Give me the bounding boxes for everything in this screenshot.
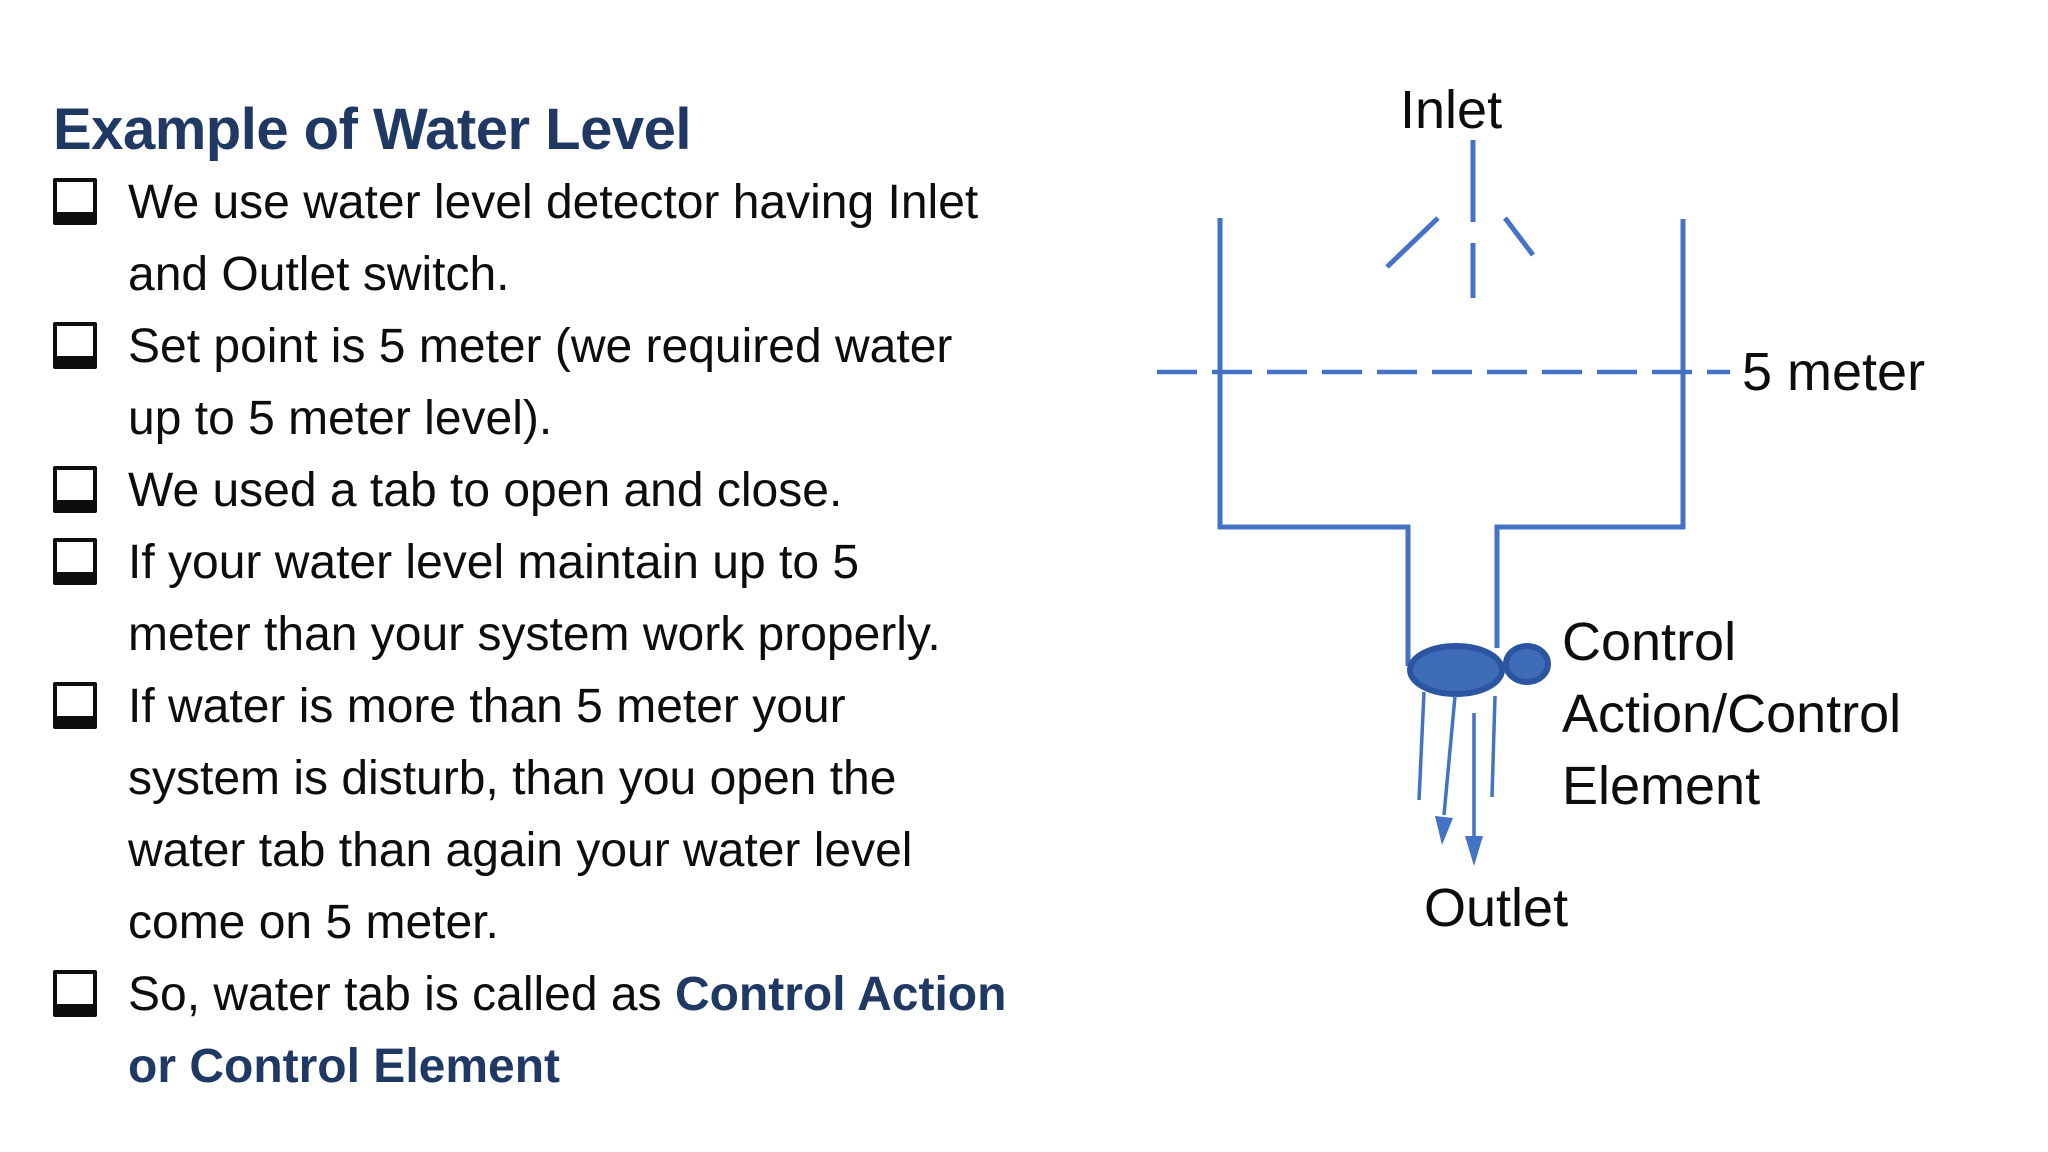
control-element-label: Control Action/Control Element — [1562, 612, 1902, 816]
bullet-list: We use water level detector having Inlet… — [53, 167, 1213, 1103]
valve-knob — [1503, 643, 1551, 685]
shadowed-square-bullet-icon — [53, 466, 97, 513]
bullet-text: So, water tab is called as Control Actio… — [128, 959, 1006, 1103]
bullet-text-bold: Control Action — [674, 968, 1007, 1021]
shadowed-square-bullet-icon — [53, 538, 97, 585]
shadowed-square-bullet-icon — [53, 178, 97, 225]
list-item: If your water level maintain up to 5 met… — [53, 527, 1213, 671]
bullet-text-bold: or Control Element — [128, 1040, 561, 1093]
bullet-text: If your water level maintain up to 5 met… — [128, 536, 941, 661]
outlet-stream-left — [1417, 691, 1426, 801]
list-item: We use water level detector having Inlet… — [53, 167, 1213, 311]
shadowed-square-bullet-icon — [53, 322, 97, 369]
outlet-label: Outlet — [1424, 878, 1569, 938]
text-column: Example of Water Level We use water leve… — [53, 92, 1213, 1103]
list-item: If water is more than 5 meter your syste… — [53, 671, 1213, 959]
list-item: Set point is 5 meter (we required water … — [53, 311, 1213, 455]
shadowed-square-bullet-icon — [53, 970, 97, 1017]
set-point-label: 5 meter — [1742, 342, 1926, 402]
outlet-arrow-left-head — [1435, 816, 1453, 845]
bullet-text: Set point is 5 meter (we required water … — [128, 320, 953, 445]
outlet-arrow-center-head — [1465, 836, 1483, 866]
inlet-spray-left — [1385, 216, 1440, 269]
inlet-label: Inlet — [1400, 80, 1503, 140]
bullet-text-normal: So, water tab is called as — [128, 968, 675, 1021]
bullet-text: We used a tab to open and close. — [128, 464, 843, 517]
outlet-stream-right — [1490, 695, 1497, 798]
tank-bottom-left-and-pipe — [1218, 524, 1411, 666]
valve-body — [1407, 643, 1505, 697]
inlet-spray-right — [1503, 216, 1535, 257]
list-item: We used a tab to open and close. — [53, 455, 1213, 527]
shadowed-square-bullet-icon — [53, 682, 97, 729]
bullet-text: We use water level detector having Inlet… — [128, 176, 979, 301]
control-valve — [1407, 643, 1551, 697]
bullet-text: If water is more than 5 meter your syste… — [128, 680, 913, 949]
outlet-arrow-left-shaft — [1442, 695, 1457, 816]
list-item: So, water tab is called as Control Actio… — [53, 959, 1213, 1103]
page-title: Example of Water Level — [53, 97, 691, 162]
